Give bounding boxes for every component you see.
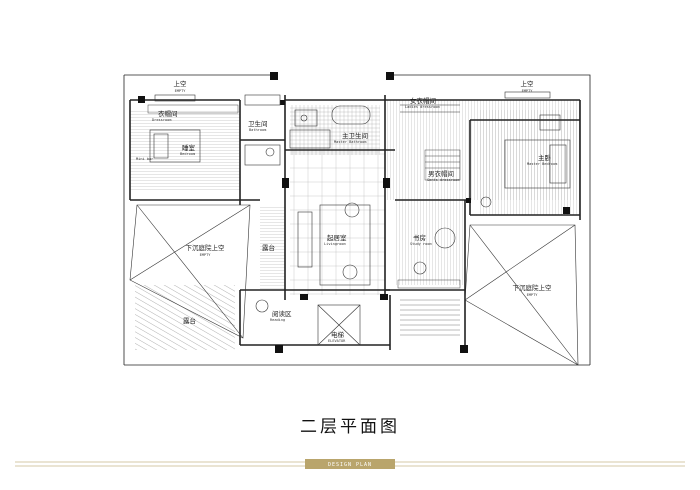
svg-text:Ladies dressroom: Ladies dressroom: [405, 105, 440, 109]
label-living-room: 起居室: [327, 233, 347, 242]
label-master-bedroom: 主卧: [538, 153, 552, 162]
outer-frame: [123, 74, 591, 366]
label-elevator: 电梯: [331, 330, 345, 339]
room-labels: 上空 EMPTY 衣帽间 Dressroom 睡室 Bedroom Mini b…: [136, 79, 557, 343]
label-gents-dressroom: 男衣帽间: [428, 169, 454, 178]
svg-text:Livingroom: Livingroom: [324, 242, 346, 246]
label-bathroom: 卫生间: [248, 119, 268, 128]
label-empty-top-left: 上空: [174, 79, 188, 88]
furniture: [149, 91, 571, 313]
svg-text:Gents dressroom: Gents dressroom: [427, 178, 459, 182]
label-reading: 阅读区: [272, 309, 292, 318]
label-cloakroom: 衣帽间: [158, 109, 178, 118]
svg-text:Master Bedroom: Master Bedroom: [527, 162, 557, 166]
label-sunken-left: 下沉庭院上空: [186, 243, 226, 252]
svg-text:Bedroom: Bedroom: [180, 152, 195, 156]
svg-text:EMPTY: EMPTY: [527, 293, 539, 297]
svg-text:EMPTY: EMPTY: [200, 253, 212, 257]
label-terrace-bottom: 露台: [183, 316, 196, 325]
voids: [129, 204, 579, 366]
footer-band: DESIGN PLAN: [15, 459, 685, 469]
label-study: 书房: [413, 233, 426, 242]
svg-text:EMPTY: EMPTY: [175, 89, 187, 93]
svg-text:Reading: Reading: [270, 318, 285, 322]
svg-text:Master Bathroom: Master Bathroom: [334, 140, 366, 144]
footer-text: DESIGN PLAN: [328, 462, 372, 468]
stairs: [400, 299, 460, 336]
label-terrace-right: 露台: [262, 243, 275, 252]
bathroom-fixtures: [244, 94, 460, 166]
elevator-shaft: [317, 304, 361, 346]
label-sunken-right: 下沉庭院上空: [513, 283, 553, 292]
label-mini-bar: Mini bar: [136, 157, 154, 161]
label-ladies-dressroom: 女衣帽间: [410, 96, 436, 105]
drawing-title: 二层平面图: [300, 417, 400, 437]
floor-finishes: [130, 100, 580, 350]
label-bedroom: 睡室: [182, 143, 196, 152]
svg-text:ELEVATOR: ELEVATOR: [328, 339, 346, 343]
svg-text:Bathroom: Bathroom: [249, 128, 266, 132]
closets: [147, 104, 461, 289]
columns: [138, 72, 570, 353]
label-empty-top-right: 上空: [521, 79, 535, 88]
label-master-bathroom: 主卫生间: [342, 131, 368, 140]
svg-text:Dressroom: Dressroom: [152, 118, 171, 122]
svg-text:EMPTY: EMPTY: [522, 89, 534, 93]
svg-text:Study room: Study room: [410, 242, 432, 246]
